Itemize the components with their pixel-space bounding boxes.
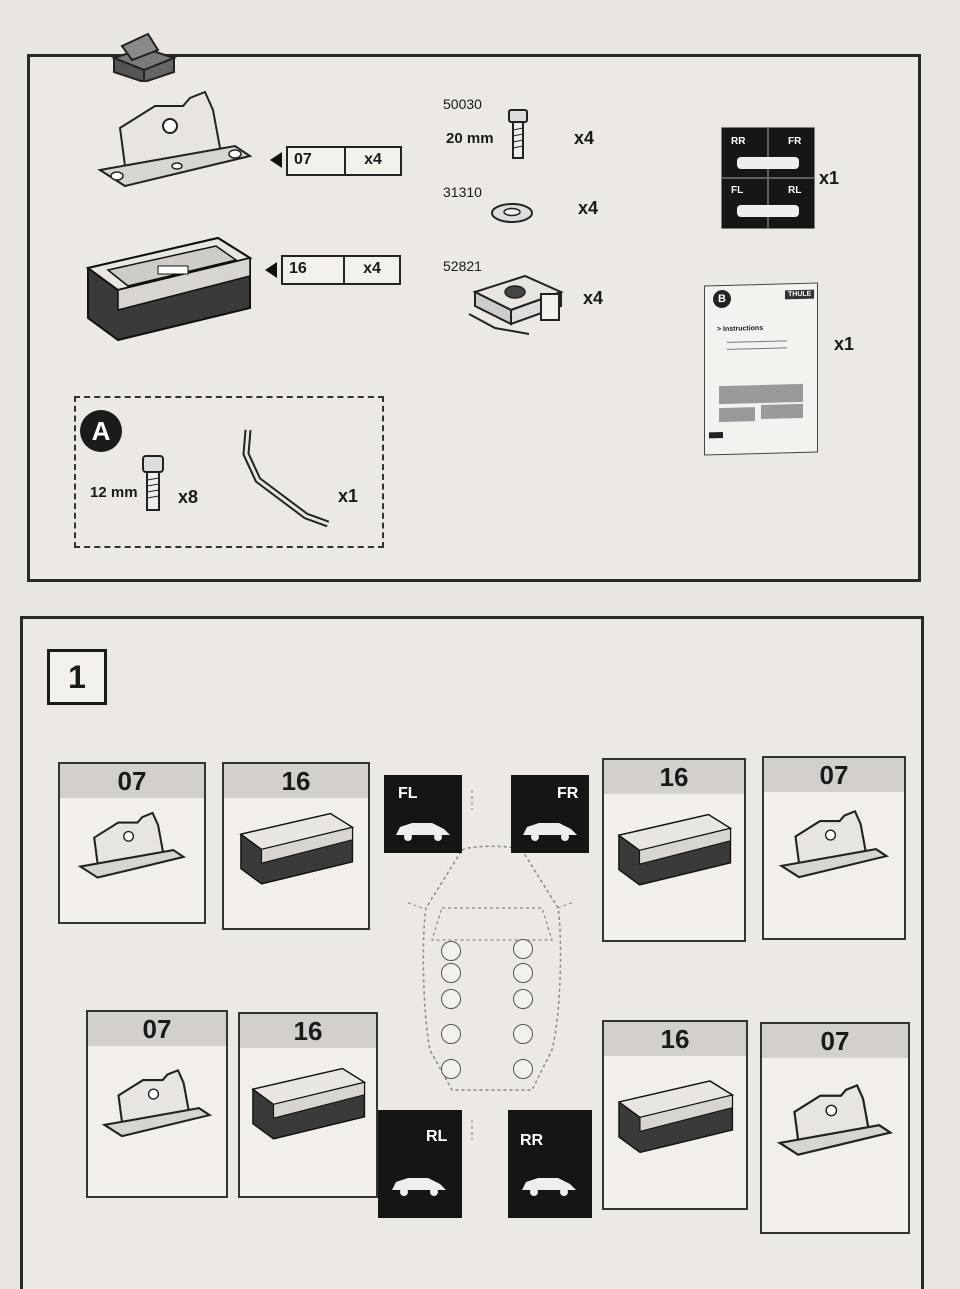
mount-point (513, 939, 533, 959)
part-card-code: 07 (88, 1012, 226, 1046)
part-number: 31310 (443, 184, 482, 200)
part-card-code: 07 (762, 1024, 908, 1058)
footer-mark (709, 431, 723, 439)
part-card: 16 (222, 762, 370, 930)
car-icon (392, 1178, 446, 1196)
mount-point (441, 963, 461, 983)
part-card-code: 16 (224, 764, 368, 798)
instructions-booklet: B THULE > Instructions (704, 282, 818, 456)
part-card-code: 16 (604, 1022, 746, 1056)
bolt-length: 20 mm (446, 130, 494, 147)
part-ref-box: 07 x4 (286, 146, 402, 176)
sticker-position: RL (426, 1128, 448, 1145)
graphic-block (761, 403, 803, 419)
key-qty: x1 (338, 486, 359, 506)
badge-letter: A (91, 416, 111, 446)
foot-pad-icon (239, 812, 355, 885)
instructions-qty: x1 (834, 334, 855, 354)
car-icon (523, 823, 577, 841)
sticker-position: FR (557, 785, 579, 802)
mount-point (513, 989, 533, 1009)
foot-pad-icon (617, 1080, 735, 1154)
hex-key-icon (242, 429, 330, 528)
text-lines (727, 340, 787, 350)
mount-point (513, 1024, 533, 1044)
sticker-fl: FL (384, 775, 462, 853)
part-code: 07 (288, 148, 346, 174)
mount-point (441, 1059, 461, 1079)
foot-bracket-icon (778, 809, 890, 879)
mount-point (441, 989, 461, 1009)
part-number: 52821 (443, 258, 482, 274)
part-card: 16 (602, 1020, 748, 1210)
part-card: 07 (86, 1010, 228, 1198)
mount-point (513, 963, 533, 983)
sticker-label: FR (788, 136, 802, 147)
part-card-code: 07 (60, 764, 204, 798)
foot-pad-icon (251, 1067, 367, 1140)
part-qty: x4 (364, 151, 382, 168)
sticker-label: FL (731, 185, 744, 196)
part-card: 07 (58, 762, 206, 924)
car-icon (396, 823, 450, 841)
part-card: 07 (760, 1022, 910, 1234)
part-card-code: 16 (240, 1014, 376, 1048)
screw-qty: x8 (178, 487, 199, 507)
foot-pad-icon (617, 813, 733, 886)
badge-a: A (80, 410, 122, 452)
bolt-icon (508, 109, 528, 159)
mount-point (441, 941, 461, 961)
box-icon (111, 32, 177, 82)
sticker-position: FL (398, 785, 418, 802)
step-number-box: 1 (47, 649, 107, 705)
car-icon (522, 1178, 576, 1196)
brand-logo: THULE (785, 289, 815, 300)
sticker-sheet-icon (721, 127, 815, 229)
screw-length: 12 mm (90, 484, 138, 501)
booklet-heading-text: Instructions (723, 324, 764, 333)
sticker-label: RR (731, 136, 746, 147)
tool-kit-box (74, 396, 384, 548)
washer-qty: x4 (578, 198, 599, 218)
booklet-heading: > Instructions (717, 324, 764, 334)
sticker-label: RL (788, 185, 802, 196)
pointer-arrow-icon (270, 152, 282, 168)
part-card-code: 16 (604, 760, 744, 794)
foot-bracket-icon (101, 1068, 213, 1138)
part-card-code: 07 (764, 758, 904, 792)
badge-letter: B (718, 292, 726, 306)
pointer-arrow-icon (265, 262, 277, 278)
washer-icon (491, 203, 533, 223)
foot-bracket-icon (776, 1083, 894, 1156)
part-card: 16 (238, 1012, 378, 1198)
sticker-qty: x1 (819, 168, 840, 188)
sticker-position: RR (520, 1132, 544, 1149)
part-code: 16 (283, 257, 345, 283)
clamp-qty: x4 (583, 288, 604, 308)
badge-b: B (713, 289, 731, 309)
hex-screw-icon (142, 455, 164, 511)
sticker-rr: RR (508, 1110, 592, 1218)
graphic-block (719, 407, 755, 423)
part-card: 16 (602, 758, 746, 942)
sticker-rl: RL (378, 1110, 462, 1218)
foot-bracket-icon (97, 90, 253, 188)
part-card: 07 (762, 756, 906, 940)
mount-point (513, 1059, 533, 1079)
sticker-fr: FR (511, 775, 589, 853)
bolt-qty: x4 (574, 128, 595, 148)
part-ref-box: 16 x4 (281, 255, 401, 285)
clamp-nut-icon (468, 274, 564, 335)
step-number: 1 (68, 659, 86, 695)
mount-point (441, 1024, 461, 1044)
part-qty: x4 (363, 260, 381, 277)
graphic-block (719, 383, 803, 405)
foot-pad-icon (85, 236, 253, 342)
foot-bracket-icon (77, 811, 187, 879)
part-number: 50030 (443, 96, 482, 112)
